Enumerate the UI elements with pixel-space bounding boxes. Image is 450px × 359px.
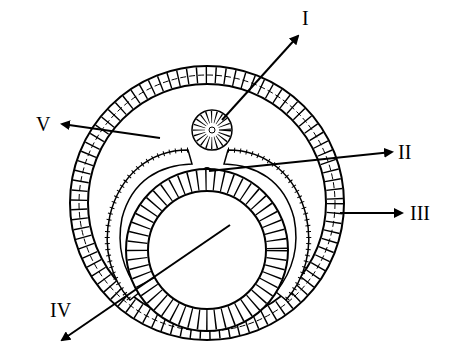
callout-number: III — [410, 203, 430, 223]
callout-number: I — [302, 8, 309, 28]
callout-number: IV — [50, 300, 71, 320]
callout-number: V — [36, 114, 50, 134]
callout-number: II — [398, 142, 411, 162]
